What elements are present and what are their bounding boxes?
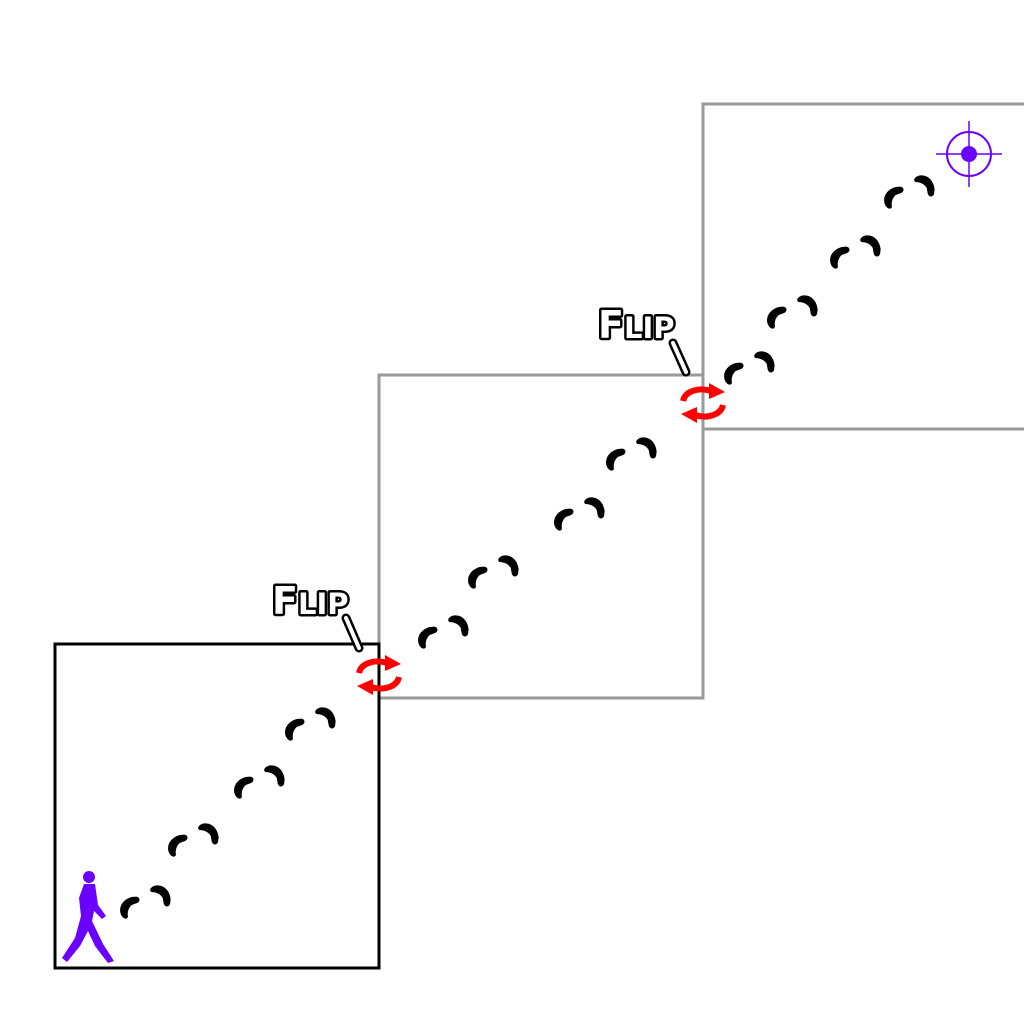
footprint-icon xyxy=(830,246,850,269)
footprint-icon xyxy=(168,834,188,857)
footprint-icon xyxy=(797,295,818,317)
flip-marker-2 xyxy=(680,383,726,423)
footprint-icon xyxy=(584,497,605,519)
footprint-icon xyxy=(914,175,935,197)
panel-start xyxy=(53,642,381,970)
footprint-icon xyxy=(418,626,438,649)
footprint-icon xyxy=(315,707,336,729)
footprint-icon xyxy=(264,765,285,787)
footprint-icon xyxy=(636,437,657,459)
rotate-arrows-icon xyxy=(680,383,726,423)
crosshair-target-icon xyxy=(936,121,1002,187)
footprint-icon xyxy=(554,508,574,531)
footprint-icon xyxy=(234,776,254,799)
footprint-icon xyxy=(150,885,171,907)
footprint-icon xyxy=(767,306,787,329)
svg-text:FLIP: FLIP xyxy=(272,579,349,623)
footprint-icon xyxy=(884,186,904,209)
flip-label-2-initial: F xyxy=(598,303,624,347)
flip-label-1-initial: F xyxy=(272,579,298,623)
footprint-icon xyxy=(120,896,140,919)
rotate-arrows-icon xyxy=(356,655,402,695)
footprint-icon xyxy=(285,718,305,741)
flip-label-2: FLIP xyxy=(596,301,691,377)
svg-text:FLIP: FLIP xyxy=(598,303,675,347)
flip-label-1-rest: LIP xyxy=(298,587,349,621)
footprint-trail xyxy=(120,175,935,919)
footprint-icon xyxy=(468,566,488,589)
flip-label-1: FLIP xyxy=(270,577,364,653)
panel-middle xyxy=(377,373,705,700)
flip-label-2-rest: LIP xyxy=(624,311,675,345)
footprint-icon xyxy=(448,615,469,637)
flip-marker-1 xyxy=(356,655,402,695)
footprint-icon xyxy=(860,235,881,257)
footprint-icon xyxy=(724,362,744,385)
panel-goal xyxy=(701,102,1024,431)
footprint-icon xyxy=(198,823,219,845)
footprint-icon xyxy=(606,448,626,471)
footprint-icon xyxy=(754,351,775,373)
footprint-icon xyxy=(498,555,519,577)
walking-person-icon xyxy=(62,871,114,963)
